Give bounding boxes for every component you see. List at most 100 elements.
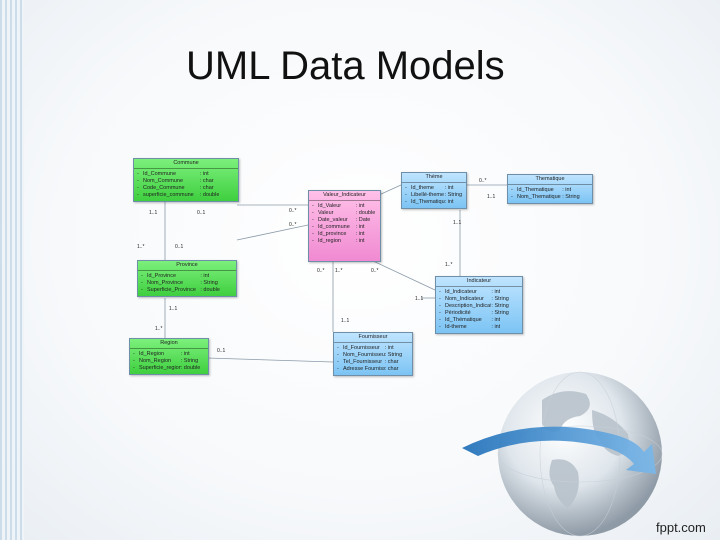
- class-name: Fournisseur: [334, 333, 412, 343]
- class-name: Thème: [402, 173, 466, 183]
- attribute-row: -Nom_Indicateur: String: [439, 296, 519, 303]
- attribute-visibility: -: [439, 324, 441, 330]
- attribute-row: -Date_valeur: Date: [312, 217, 377, 224]
- link-valeur-indicateur: [370, 259, 436, 291]
- attribute-list: -Id_Commune: int-Nom_Commune: char-Code_…: [134, 169, 238, 201]
- attribute-type: : char: [384, 359, 399, 365]
- multiplicity-label: 1..*: [137, 244, 145, 250]
- attribute-name: Id_Region: [139, 351, 165, 357]
- attribute-type: : double: [199, 192, 220, 198]
- class-name: Valeur_Indicateur: [309, 191, 380, 201]
- attribute-name: Id_province: [318, 231, 347, 237]
- attribute-type: : int: [355, 238, 365, 244]
- multiplicity-label: 1..1: [487, 194, 496, 200]
- attribute-list: -Id_Thematique: int-Nom_Thematique: Stri…: [508, 185, 592, 203]
- attribute-visibility: -: [141, 273, 143, 279]
- attribute-visibility: -: [312, 203, 314, 209]
- attribute-row: -Id_Thematique: int: [511, 187, 589, 194]
- attribute-name: Libellé-theme: [411, 192, 445, 198]
- attribute-visibility: -: [405, 185, 407, 191]
- attribute-visibility: -: [511, 194, 513, 200]
- attribute-visibility: -: [312, 231, 314, 237]
- attribute-visibility: -: [133, 365, 135, 371]
- slide-title: UML Data Models: [186, 44, 505, 88]
- attribute-row: -Id_Indicateur: int: [439, 289, 519, 296]
- attribute-row: -Id_Region: int: [133, 351, 205, 358]
- attribute-name: Id_Commune: [143, 171, 177, 177]
- attribute-name: Id_Indicateur: [445, 289, 477, 295]
- attribute-name: Id_Valeur: [318, 203, 342, 209]
- attribute-type: : String: [491, 303, 509, 309]
- attribute-type: : String: [200, 280, 218, 286]
- attribute-row: -Superficie_region: double: [133, 365, 205, 372]
- attribute-row: -Id_commune: int: [312, 224, 377, 231]
- attribute-row: -Code_Commune: char: [137, 185, 235, 192]
- attribute-row: -Id-theme : int: [439, 324, 519, 331]
- attribute-type: : String: [491, 296, 509, 302]
- attribute-visibility: -: [337, 366, 339, 372]
- attribute-visibility: -: [133, 358, 135, 364]
- attribute-visibility: -: [312, 217, 314, 223]
- uml-diagram: Commune - Id_Commune : int - Nom_Commune : ch…: [125, 150, 605, 386]
- attribute-name: Périodicité: [445, 310, 471, 316]
- attribute-type: : int: [199, 171, 209, 177]
- attribute-type: : int: [180, 351, 190, 357]
- attribute-name: Id_Province: [147, 273, 177, 279]
- attribute-visibility: -: [312, 210, 314, 216]
- attribute-type: : int: [355, 203, 365, 209]
- attribute-row: -Id_Province: int: [141, 273, 233, 280]
- attribute-type: : char: [199, 185, 214, 191]
- attribute-list: -Id_Valeur: int-Valeur: double-Date_vale…: [309, 201, 380, 247]
- attribute-list: -Id_Fournisseur: int-Nom_Fournisseur: St…: [334, 343, 412, 375]
- class-commune: Commune -Id_Commune: int-Nom_Commune: ch…: [133, 158, 239, 202]
- attribute-name: Superficie_Province: [147, 287, 196, 293]
- class-name: Commune: [134, 159, 238, 169]
- class-name: Indicateur: [436, 277, 522, 287]
- attribute-type: : int: [355, 224, 365, 230]
- attribute-name: Nom_Province: [147, 280, 184, 286]
- attribute-visibility: -: [439, 303, 441, 309]
- multiplicity-label: 1..*: [335, 268, 343, 274]
- attribute-row: -Id_Commune: int: [137, 171, 235, 178]
- attribute-visibility: -: [141, 280, 143, 286]
- attribute-type: : String: [491, 310, 509, 316]
- attribute-type: : String: [444, 192, 463, 198]
- attribute-type: : int: [384, 345, 394, 351]
- attribute-type: : String: [562, 194, 580, 200]
- attribute-type: : String: [384, 352, 403, 358]
- link-region-fournisseur: [206, 357, 334, 363]
- attribute-row: -Id_Fournisseur: int: [337, 345, 409, 352]
- attribute-type: : Date: [355, 217, 371, 223]
- attribute-visibility: -: [337, 352, 339, 358]
- attribute-row: -Id_region: int: [312, 238, 377, 245]
- attribute-name: Adresse Fournisseur: [343, 366, 385, 372]
- multiplicity-label: 0..*: [479, 178, 487, 184]
- attribute-type: : int: [491, 289, 501, 295]
- attribute-name: Nom_Region: [139, 358, 172, 364]
- attribute-name: Id_Thématique: [445, 317, 482, 323]
- attribute-visibility: -: [337, 359, 339, 365]
- attribute-row: -Id_theme: int: [405, 185, 463, 192]
- attribute-type: : int: [491, 324, 501, 330]
- multiplicity-label: 0..1: [217, 348, 226, 354]
- class-name: Thematique: [508, 175, 592, 185]
- attribute-row: -Libellé-theme: String: [405, 192, 463, 199]
- class-valeur-indicateur: Valeur_Indicateur -Id_Valeur: int-Valeur…: [308, 190, 381, 262]
- attribute-name: Nom_Commune: [143, 178, 184, 184]
- multiplicity-label: 1..1: [453, 220, 462, 226]
- attribute-row: -Nom_Province : String: [141, 280, 233, 287]
- attribute-name: Id_region: [318, 238, 341, 244]
- attribute-row: -Périodicité: String: [439, 310, 519, 317]
- link-valeur-theme: [378, 184, 402, 196]
- class-name: Region: [130, 339, 208, 349]
- attribute-name: Description_Indicateur: [445, 303, 492, 309]
- attribute-row: -Id_province: int: [312, 231, 377, 238]
- attribute-name: Superficie_region: [139, 365, 181, 371]
- attribute-name: Id-theme: [445, 324, 467, 330]
- attribute-name: Nom_Thematique: [517, 194, 561, 200]
- attribute-name: Code_Commune: [143, 185, 185, 191]
- attribute-type: : int: [491, 317, 501, 323]
- multiplicity-label: 0..*: [289, 222, 297, 228]
- attribute-name: Id_theme: [411, 185, 434, 191]
